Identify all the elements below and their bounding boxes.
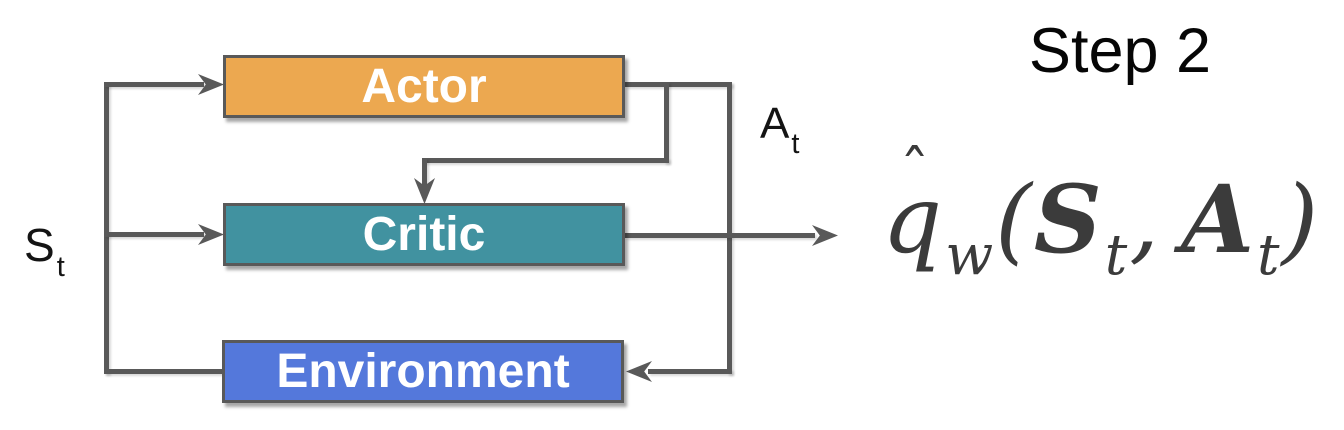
environment-node: Environment bbox=[222, 340, 624, 403]
critic-output-arrowhead-icon bbox=[812, 225, 838, 246]
formula-w-subscript: w bbox=[945, 223, 996, 288]
critic-node-label: Critic bbox=[362, 207, 486, 261]
formula-action-subscript: t bbox=[1257, 223, 1282, 288]
actor-to-critic-drop-line bbox=[422, 158, 427, 186]
action-label-subscript: t bbox=[791, 128, 800, 160]
state-label: St bbox=[24, 219, 65, 282]
formula-q: q bbox=[882, 166, 945, 275]
action-to-environment-line bbox=[648, 369, 732, 374]
critic-output-line bbox=[625, 233, 815, 238]
formula-hat-accent: ˆ bbox=[899, 138, 932, 208]
action-label-main: A bbox=[760, 99, 790, 148]
actor-node-label: Actor bbox=[361, 59, 487, 113]
formula-state-symbol: S bbox=[1033, 165, 1104, 275]
formula-close-paren: ) bbox=[1281, 166, 1321, 275]
formula-action-symbol: A bbox=[1181, 165, 1257, 275]
state-trunk-line bbox=[104, 82, 109, 374]
state-to-critic-line bbox=[104, 232, 204, 237]
action-label: At bbox=[760, 99, 799, 159]
formula-comma: , bbox=[1129, 166, 1162, 275]
step-title: Step 2 bbox=[1028, 16, 1212, 86]
state-label-subscript: t bbox=[56, 251, 65, 283]
environment-to-state-line bbox=[104, 369, 223, 374]
actor-to-critic-horizontal-line bbox=[422, 158, 669, 163]
actor-output-line bbox=[625, 82, 732, 87]
state-label-main: S bbox=[24, 219, 55, 271]
actor-to-critic-vertical-line bbox=[664, 82, 669, 163]
formula-state-subscript: t bbox=[1104, 223, 1130, 288]
state-to-actor-line bbox=[104, 82, 204, 87]
critic-node: Critic bbox=[223, 203, 625, 266]
action-to-environment-vertical-line bbox=[727, 82, 732, 374]
actor-node: Actor bbox=[223, 55, 625, 118]
formula-open-paren: ( bbox=[995, 166, 1034, 275]
environment-node-label: Environment bbox=[276, 344, 570, 398]
